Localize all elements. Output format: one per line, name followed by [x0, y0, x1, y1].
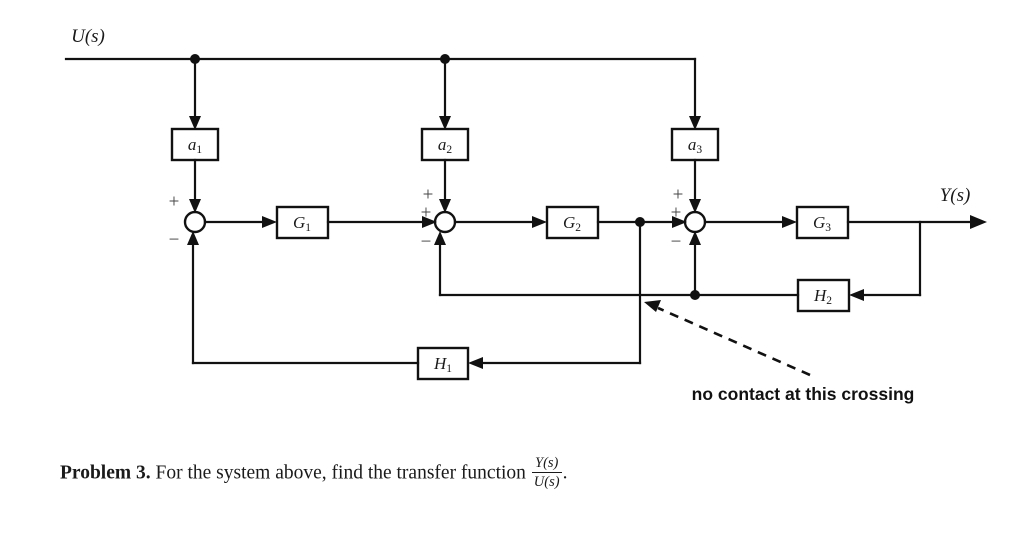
problem-text-before: For the system above, find the transfer … — [155, 462, 526, 484]
arrowhead-into-G2 — [532, 216, 547, 228]
branch-dot-a2 — [440, 54, 450, 64]
block-diagram-figure: U(s) a1 a2 a3 + − + + − + + − G1 G2 G3 — [64, 26, 987, 404]
block-diagram-svg: U(s) a1 a2 a3 + − + + − + + − G1 G2 G3 — [64, 26, 987, 404]
block-G3 — [795, 205, 850, 240]
fraction-numerator: Y(s) — [531, 455, 562, 474]
block-a3 — [670, 127, 720, 162]
arrowhead-sum1-bottom — [187, 231, 199, 245]
arrowhead-into-H2 — [849, 289, 864, 301]
problem-number: Problem 3. — [60, 462, 151, 484]
arrowhead-sum3-bottom — [689, 231, 701, 245]
sum3-sign-bottom: − — [671, 231, 682, 252]
output-signal-label: Y(s) — [940, 185, 971, 206]
arrowhead-into-a2 — [439, 116, 451, 130]
arrowhead-into-H1 — [468, 357, 483, 369]
transfer-function-fraction: Y(s) U(s) — [531, 455, 562, 491]
annotation-pointer-line — [657, 306, 811, 377]
arrowhead-sum2-bottom — [434, 231, 446, 245]
arrowhead-output — [970, 215, 987, 229]
branch-dot-a1 — [190, 54, 200, 64]
annotation-arrowhead — [644, 300, 661, 312]
sum3-sign-top: + — [673, 184, 684, 205]
crossing-annotation-text: no contact at this crossing — [692, 384, 915, 404]
summing-junction-1 — [183, 210, 207, 234]
arrowhead-sum1-top — [189, 199, 201, 213]
arrowhead-into-a1 — [189, 116, 201, 130]
arrowhead-into-G1 — [262, 216, 277, 228]
arrowhead-sum3-top — [689, 199, 701, 213]
arrowhead-sum2-top — [439, 199, 451, 213]
sum3-sign-left: + — [671, 202, 682, 223]
arrowhead-into-a3 — [689, 116, 701, 130]
summing-junction-2 — [433, 210, 457, 234]
sum2-sign-bottom: − — [421, 231, 432, 252]
fraction-denominator: U(s) — [533, 474, 560, 491]
sum1-sign-top: + — [169, 191, 180, 212]
summing-junction-3 — [683, 210, 707, 234]
block-H1 — [416, 346, 470, 381]
arrowhead-into-G3 — [782, 216, 797, 228]
block-G2 — [545, 205, 600, 240]
sum2-sign-top: + — [423, 184, 434, 205]
problem-statement: Problem 3. For the system above, find th… — [60, 455, 990, 490]
input-signal-label: U(s) — [71, 26, 105, 47]
arrowhead-sum2-left — [422, 216, 437, 228]
problem-text-after: . — [562, 462, 568, 484]
sum2-sign-left: + — [421, 202, 432, 223]
arrowhead-sum3-left — [672, 216, 687, 228]
sum1-sign-bottom: − — [169, 229, 180, 250]
